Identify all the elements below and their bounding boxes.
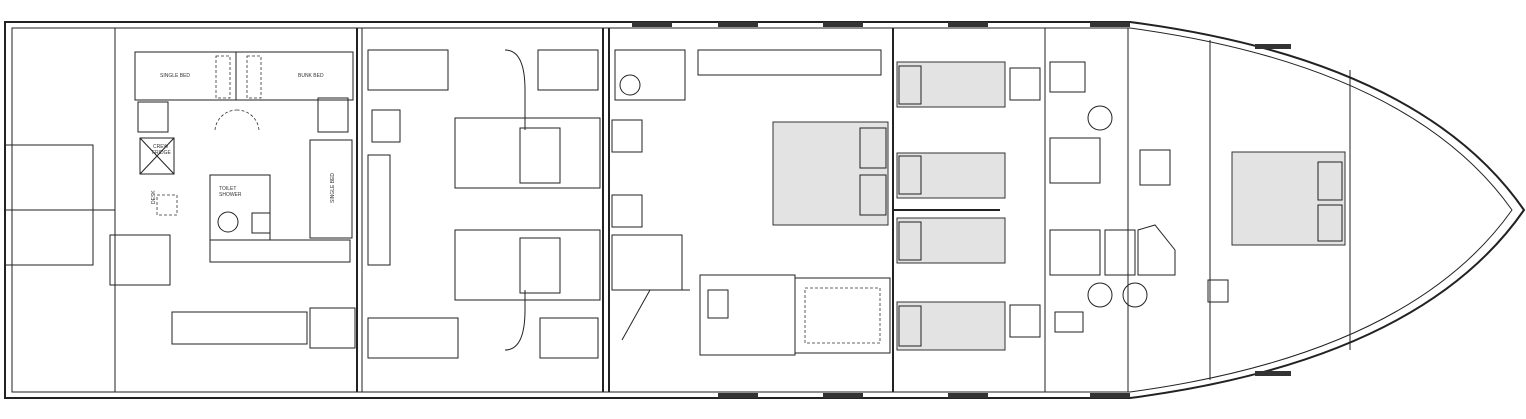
label-toilet: TOILET	[219, 186, 236, 192]
forward-heads	[1049, 61, 1176, 333]
label-crew-fridge: CREW	[153, 144, 169, 150]
label-single-bed-side: SINGLE BED	[330, 173, 336, 203]
vip-cabin	[1207, 151, 1346, 303]
guest-cabins	[893, 61, 1041, 351]
label-single-bed: SINGLE BED	[160, 73, 190, 79]
hull-windows	[632, 22, 1291, 398]
engine-room	[367, 49, 601, 359]
master-bed	[772, 121, 889, 226]
label-bunk-bed: BUNK BED	[298, 73, 324, 79]
crew-area	[109, 51, 356, 349]
label-shower: SHOWER	[219, 192, 242, 198]
label-crew-fridge-2: FRIDGE	[152, 150, 172, 156]
room-labels: SINGLE BED BUNK BED CREW FRIDGE DESK TOI…	[151, 73, 336, 204]
label-desk: DESK	[151, 190, 157, 204]
vip-bed	[1231, 151, 1346, 246]
master-suite	[611, 49, 891, 356]
